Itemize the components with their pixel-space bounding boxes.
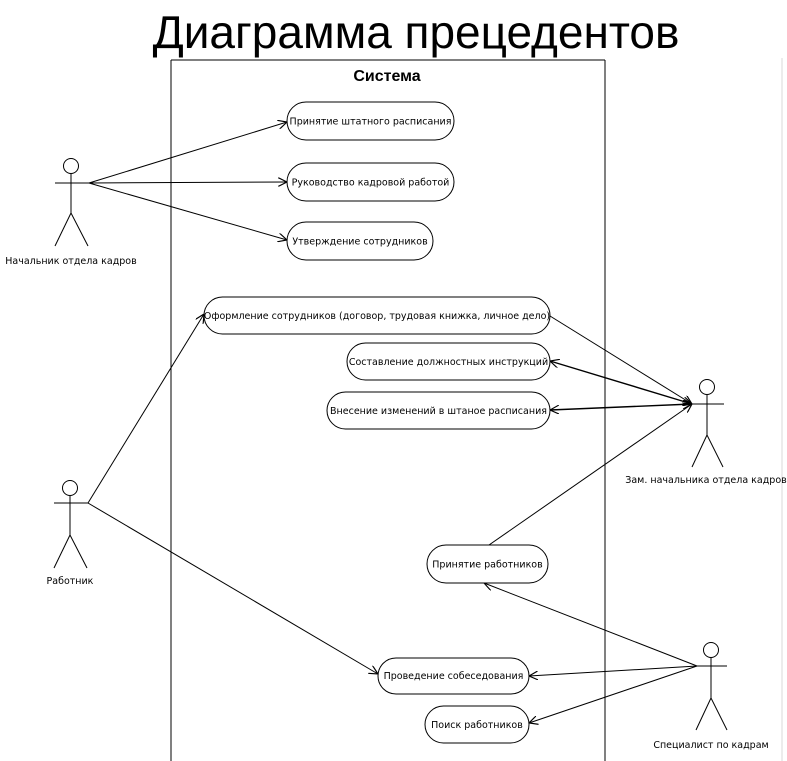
actor-label: Специалист по кадрам: [653, 740, 768, 751]
use-case-uc4[interactable]: Оформление сотрудников (договор, трудова…: [203, 296, 551, 335]
use-case-label: Поиск работников: [431, 720, 523, 731]
assoc-head-uc2: [88, 182, 287, 183]
assoc-head-uc3: [88, 182, 287, 240]
use-case-uc3[interactable]: Утверждение сотрудников: [286, 221, 434, 261]
actor-specialist[interactable]: Специалист по кадрам: [653, 642, 769, 752]
use-case-uc8[interactable]: Проведение собеседования: [377, 657, 530, 695]
use-case-label: Утверждение сотрудников: [292, 237, 428, 248]
actor-label: Начальник отдела кадров: [5, 256, 137, 267]
actor-deputy[interactable]: Зам. начальника отдела кадров: [625, 379, 787, 487]
assoc-worker-uc4: [87, 314, 204, 504]
actor-label: Работник: [47, 576, 94, 587]
stick-figure-icon: [691, 379, 724, 468]
actor-label: Зам. начальника отдела кадров: [625, 475, 787, 486]
use-case-uc6[interactable]: Внесение изменений в штаное расписания: [326, 391, 551, 430]
actor-head[interactable]: Начальник отдела кадров: [5, 158, 137, 268]
use-case-label: Составление должностных инструкций: [349, 357, 548, 368]
assoc-head-uc1: [88, 122, 287, 184]
use-case-uc5[interactable]: Составление должностных инструкций: [346, 342, 551, 381]
page-title: Диаграмма прецедентов: [152, 6, 680, 58]
use-case-label: Принятие штатного расписания: [290, 117, 452, 128]
use-case-uc2[interactable]: Руководство кадровой работой: [286, 162, 455, 202]
assoc-worker-uc8: [87, 502, 378, 674]
associations: [87, 122, 698, 723]
assoc-deputy-uc7: [488, 404, 692, 546]
assoc-deputy-uc5: [550, 361, 692, 404]
use-case-label: Проведение собеседования: [384, 671, 524, 682]
use-case-uc1[interactable]: Принятие штатного расписания: [286, 101, 455, 141]
use-case-label: Внесение изменений в штаное расписания: [330, 406, 547, 417]
actor-worker[interactable]: Работник: [47, 480, 94, 588]
stick-figure-icon: [695, 642, 728, 731]
assoc-specialist-uc8: [529, 665, 698, 676]
system-label: Система: [353, 68, 420, 85]
use-case-label: Оформление сотрудников (договор, трудова…: [204, 311, 550, 322]
stick-figure-icon: [54, 158, 89, 247]
use-case-uc9[interactable]: Поиск работников: [424, 705, 530, 744]
use-case-uc7[interactable]: Принятие работников: [426, 544, 549, 584]
use-case-label: Руководство кадровой работой: [292, 178, 450, 189]
assoc-deputy-uc4: [549, 315, 692, 404]
stick-figure-icon: [53, 480, 88, 569]
assoc-specialist-uc9: [529, 665, 698, 723]
assoc-deputy-uc6: [550, 404, 692, 410]
assoc-specialist-uc7: [484, 583, 698, 667]
use-case-label: Принятие работников: [432, 560, 543, 571]
